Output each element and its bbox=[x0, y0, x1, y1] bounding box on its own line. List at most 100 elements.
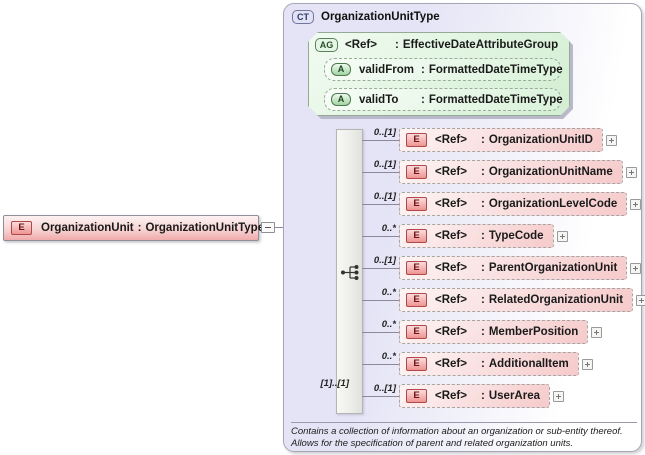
cardinality-label: 0..* bbox=[381, 223, 396, 234]
element-name: :AdditionalItem bbox=[481, 358, 569, 370]
element-box[interactable]: E <Ref> :TypeCode bbox=[399, 224, 554, 248]
sequence-cardinality: [1]..[1] bbox=[320, 378, 350, 389]
attribute-group-type-name: EffectiveDateAttributeGroup bbox=[402, 39, 559, 51]
separator: : bbox=[481, 262, 485, 274]
element-box[interactable]: E <Ref> :OrganizationUnitName bbox=[399, 160, 623, 184]
connector-line bbox=[362, 300, 399, 301]
attribute-validfrom[interactable]: A validFrom :FormattedDateTimeType bbox=[324, 58, 561, 81]
expand-icon[interactable] bbox=[636, 294, 645, 306]
separator: : bbox=[395, 39, 399, 51]
expand-icon[interactable] bbox=[581, 358, 593, 370]
element-icon: E bbox=[406, 389, 427, 403]
separator: : bbox=[421, 93, 425, 106]
element-ref: <Ref> bbox=[435, 166, 467, 178]
cardinality-label: 0..[1] bbox=[373, 191, 396, 202]
element-ref: <Ref> bbox=[435, 198, 467, 210]
element-name-text: RelatedOrganizationUnit bbox=[488, 294, 624, 306]
element-box[interactable]: E <Ref> :MemberPosition bbox=[399, 320, 589, 344]
connector-line bbox=[362, 140, 399, 141]
attribute-group-type: :EffectiveDateAttributeGroup bbox=[395, 39, 558, 51]
attribute-validto[interactable]: A validTo :FormattedDateTimeType bbox=[324, 88, 561, 111]
element-box[interactable]: E <Ref> :OrganizationLevelCode bbox=[399, 192, 628, 216]
connector-line bbox=[362, 364, 399, 365]
expand-icon[interactable] bbox=[591, 326, 603, 338]
separator: : bbox=[481, 358, 485, 370]
collapse-toggle-icon[interactable] bbox=[261, 222, 275, 233]
cardinality-label: 0..* bbox=[381, 351, 396, 362]
element-name: :ParentOrganizationUnit bbox=[481, 262, 617, 274]
element-icon: E bbox=[406, 261, 427, 275]
element-ref: <Ref> bbox=[435, 326, 467, 338]
element-ref: <Ref> bbox=[435, 230, 467, 242]
connector-line bbox=[362, 268, 399, 269]
element-icon: E bbox=[406, 293, 427, 307]
root-element-name: OrganizationUnit bbox=[41, 222, 134, 234]
cardinality-label: 0..* bbox=[381, 287, 396, 298]
root-element-label: OrganizationUnit:OrganizationUnitType bbox=[41, 222, 264, 234]
separator: : bbox=[137, 222, 142, 234]
element-name-text: UserArea bbox=[488, 390, 540, 402]
attribute-group-header: AG <Ref> :EffectiveDateAttributeGroup bbox=[315, 38, 558, 52]
element-box[interactable]: E <Ref> :ParentOrganizationUnit bbox=[399, 256, 628, 280]
sequence-compositor-bar[interactable]: [1]..[1] bbox=[321, 129, 363, 414]
expand-icon[interactable] bbox=[556, 230, 568, 242]
element-box[interactable]: E <Ref> :OrganizationUnitID bbox=[399, 128, 603, 152]
connector-line bbox=[362, 204, 399, 205]
attribute-name: validTo bbox=[359, 93, 399, 106]
cardinality-label: 0..* bbox=[381, 319, 396, 330]
element-box[interactable]: E <Ref> :AdditionalItem bbox=[399, 352, 579, 376]
complex-type-header: CT OrganizationUnitType bbox=[292, 10, 440, 24]
expand-icon[interactable] bbox=[553, 390, 564, 402]
attribute-type-name: FormattedDateTimeType bbox=[428, 63, 563, 76]
attribute-type-name: FormattedDateTimeType bbox=[428, 93, 563, 106]
expand-icon[interactable] bbox=[605, 134, 617, 146]
separator: : bbox=[481, 326, 485, 338]
element-ref: <Ref> bbox=[435, 134, 467, 146]
expand-icon[interactable] bbox=[630, 262, 642, 274]
element-name-text: ParentOrganizationUnit bbox=[488, 262, 618, 274]
annotation-text: Contains a collection of information abo… bbox=[291, 426, 639, 449]
element-ref: <Ref> bbox=[435, 358, 467, 370]
separator: : bbox=[481, 198, 485, 210]
element-name-text: OrganizationUnitName bbox=[488, 166, 613, 178]
element-icon: E bbox=[406, 165, 427, 179]
element-name-text: OrganizationUnitID bbox=[488, 134, 593, 146]
element-ref: <Ref> bbox=[435, 390, 467, 402]
expand-icon[interactable] bbox=[630, 198, 642, 210]
annotation-line: Allows for the specification of parent a… bbox=[291, 437, 573, 449]
element-icon: E bbox=[406, 197, 427, 211]
complex-type-container: CT OrganizationUnitType AG <Ref> :Effect… bbox=[283, 3, 642, 452]
element-name: :MemberPosition bbox=[481, 326, 578, 338]
attribute-icon: A bbox=[331, 93, 351, 106]
attribute-type: :FormattedDateTimeType bbox=[421, 64, 563, 76]
element-name-text: TypeCode bbox=[488, 230, 544, 242]
element-name: :RelatedOrganizationUnit bbox=[481, 294, 623, 306]
element-name: :OrganizationUnitName bbox=[481, 166, 613, 178]
element-box[interactable]: E <Ref> :UserArea bbox=[399, 384, 550, 408]
annotation-line: Contains a collection of information abo… bbox=[291, 426, 623, 437]
cardinality-label: 0..[1] bbox=[373, 159, 396, 170]
attribute-icon: A bbox=[331, 63, 351, 76]
separator: : bbox=[481, 134, 485, 146]
attribute-group-box[interactable]: AG <Ref> :EffectiveDateAttributeGroup A … bbox=[308, 32, 570, 116]
attribute-name: validFrom bbox=[359, 63, 414, 76]
complex-type-title: OrganizationUnitType bbox=[321, 11, 440, 23]
root-element-box[interactable]: E OrganizationUnit:OrganizationUnitType bbox=[3, 215, 264, 241]
root-element-type: OrganizationUnitType bbox=[145, 222, 265, 234]
element-name-text: OrganizationLevelCode bbox=[488, 198, 618, 210]
attribute-type: :FormattedDateTimeType bbox=[421, 94, 563, 106]
element-ref: <Ref> bbox=[435, 294, 467, 306]
element-name: :UserArea bbox=[481, 390, 540, 402]
connector-line bbox=[362, 236, 399, 237]
element-name: :OrganizationLevelCode bbox=[481, 198, 617, 210]
separator: : bbox=[421, 63, 425, 76]
element-icon: E bbox=[406, 229, 427, 243]
element-icon: E bbox=[406, 357, 427, 371]
expand-icon[interactable] bbox=[625, 166, 637, 178]
connector-line bbox=[362, 332, 399, 333]
connector-line bbox=[362, 396, 399, 397]
element-name-text: MemberPosition bbox=[488, 326, 579, 338]
cardinality-label: 0..[1] bbox=[373, 127, 396, 138]
element-box[interactable]: E <Ref> :RelatedOrganizationUnit bbox=[399, 288, 634, 312]
